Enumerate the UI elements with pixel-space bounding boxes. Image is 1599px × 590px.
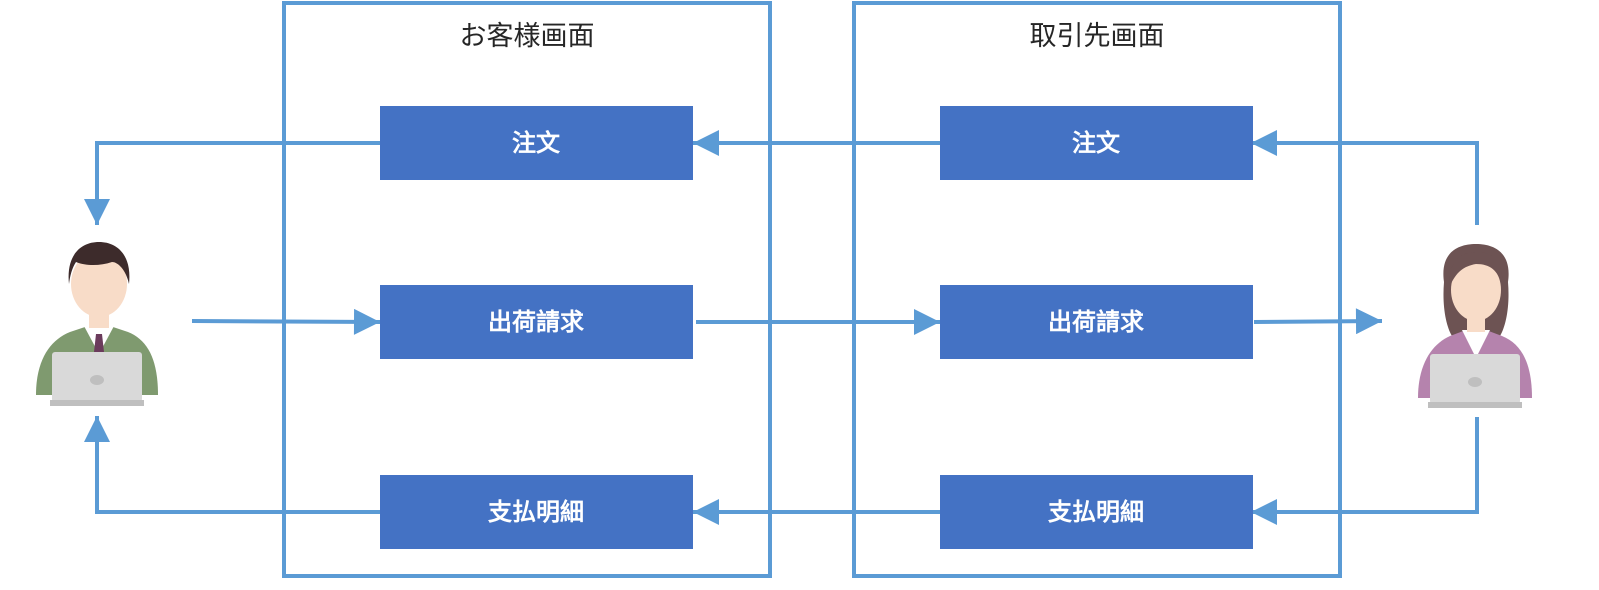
customer-shipment-invoice-box: 出荷請求 [380, 285, 693, 359]
customer-order-box: 注文 [380, 106, 693, 180]
customer-payment-statement-label: 支払明細 [488, 498, 584, 526]
customer-shipment-invoice-label: 出荷請求 [488, 308, 584, 336]
arrow-supplier-to-supplier-payment [1251, 417, 1479, 525]
supplier-payment-statement-label: 支払明細 [1048, 498, 1144, 526]
supplier-payment-statement-box: 支払明細 [940, 475, 1253, 549]
businesswoman-with-laptop-icon [1418, 244, 1532, 408]
arrow-supplier-to-supplier-order [1251, 130, 1479, 225]
businessman-with-laptop-icon [36, 242, 158, 406]
customer-payment-statement-box: 支払明細 [380, 475, 693, 549]
supplier-panel-frame [852, 1, 1342, 578]
customer-panel-title: お客様画面 [460, 21, 595, 52]
arrow-customer-payment-to-customer [84, 416, 380, 514]
customer-order-label: 注文 [512, 129, 561, 157]
arrows [84, 130, 1479, 525]
arrow-supplier-invoice-to-supplier [1253, 308, 1383, 335]
supplier-shipment-invoice-box: 出荷請求 [940, 285, 1253, 359]
supplier-order-label: 注文 [1072, 129, 1121, 157]
supplier-panel-title: 取引先画面 [1030, 21, 1165, 52]
customer-panel-frame [282, 1, 772, 578]
arrow-customer-order-to-customer [84, 141, 380, 225]
supplier-shipment-invoice-label: 出荷請求 [1048, 308, 1144, 336]
supplier-order-box: 注文 [940, 106, 1253, 180]
arrow-customer-to-customer-invoice [191, 308, 381, 335]
